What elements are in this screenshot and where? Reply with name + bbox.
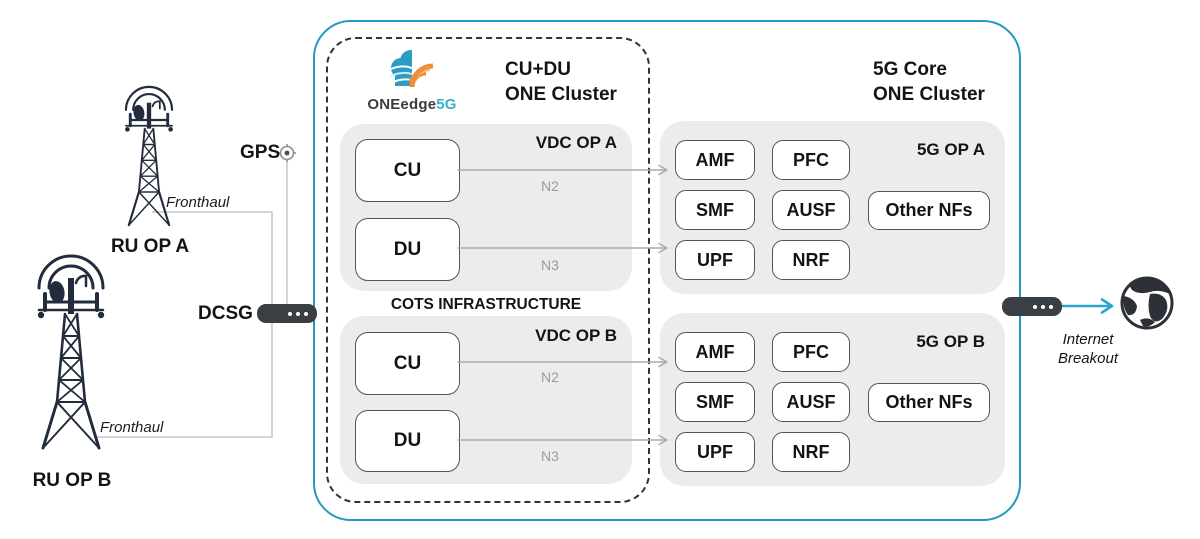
logo-wordmark: ONEedge5G: [352, 96, 472, 113]
5g-op-b-label: 5G OP B: [916, 332, 985, 351]
logo-5g-text: 5G: [436, 96, 457, 113]
other-nfs-op-b: Other NFs: [868, 383, 990, 422]
radio-tower-icon-op-b: [35, 254, 107, 450]
nrf-nf-op-b: NRF: [772, 432, 850, 472]
n2-link-label-op-b: N2: [541, 369, 559, 385]
oneedge5g-logo-icon: [388, 50, 434, 88]
device-led-dot: [304, 311, 308, 316]
dcsg-device-icon: [257, 304, 317, 323]
ru-op-a-label: RU OP A: [110, 236, 190, 257]
cudu-title-line1: CU+DU: [505, 59, 571, 80]
n2-link-label-op-a: N2: [541, 178, 559, 194]
gps-label: GPS: [240, 142, 281, 163]
upf-nf-op-b: UPF: [675, 432, 755, 472]
logo-brand-text: ONEedge: [367, 96, 437, 113]
vdc-op-a-label: VDC OP A: [535, 133, 617, 152]
cudu-title-line2: ONE Cluster: [505, 84, 617, 105]
5g-op-a-label: 5G OP A: [916, 140, 985, 159]
dcsg-label: DCSG: [198, 303, 253, 324]
smf-nf-op-b: SMF: [675, 382, 755, 422]
oneedge5g-logo: ONEedge5G: [352, 46, 472, 113]
ausf-nf-op-b: AUSF: [772, 382, 850, 422]
device-led-dot: [288, 311, 292, 316]
cudu-cluster-title: CU+DU ONE Cluster: [505, 57, 617, 107]
nrf-nf-op-a: NRF: [772, 240, 850, 280]
amf-nf-op-b: AMF: [675, 332, 755, 372]
vdc-op-b-label: VDC OP B: [535, 326, 617, 345]
core-cluster-title: 5G Core ONE Cluster: [873, 57, 985, 107]
cu-node-op-a: CU: [355, 139, 460, 202]
pfc-nf-op-b: PFC: [772, 332, 850, 372]
n3-link-label-op-b: N3: [541, 448, 559, 464]
n3-link-label-op-a: N3: [541, 257, 559, 273]
device-led-dot: [296, 311, 300, 316]
core-title-line2: ONE Cluster: [873, 84, 985, 105]
du-node-op-b: DU: [355, 410, 460, 472]
fronthaul-line-op-a: [152, 211, 273, 304]
device-led-dot: [1049, 304, 1053, 309]
pfc-nf-op-a: PFC: [772, 140, 850, 180]
cudu-cluster-dashed-boundary: [326, 37, 650, 503]
device-led-dot: [1033, 304, 1037, 309]
amf-nf-op-a: AMF: [675, 140, 755, 180]
device-led-dot: [1041, 304, 1045, 309]
gps-target-icon: [278, 144, 296, 162]
internet-breakout-arrow: [1060, 298, 1114, 314]
cots-infrastructure-label: COTS INFRASTRUCTURE: [390, 296, 582, 313]
ru-op-b-label: RU OP B: [32, 470, 112, 491]
upf-nf-op-a: UPF: [675, 240, 755, 280]
cu-node-op-b: CU: [355, 332, 460, 395]
core-title-line1: 5G Core: [873, 59, 947, 80]
other-nfs-op-a: Other NFs: [868, 191, 990, 230]
edge-router-device-icon: [1002, 297, 1062, 316]
fronthaul-label-op-a: Fronthaul: [166, 194, 230, 211]
fronthaul-label-op-b: Fronthaul: [100, 419, 164, 436]
smf-nf-op-a: SMF: [675, 190, 755, 230]
internet-breakout-label: Internet Breakout: [1057, 331, 1119, 367]
ausf-nf-op-a: AUSF: [772, 190, 850, 230]
globe-icon: [1120, 276, 1174, 330]
du-node-op-a: DU: [355, 218, 460, 281]
